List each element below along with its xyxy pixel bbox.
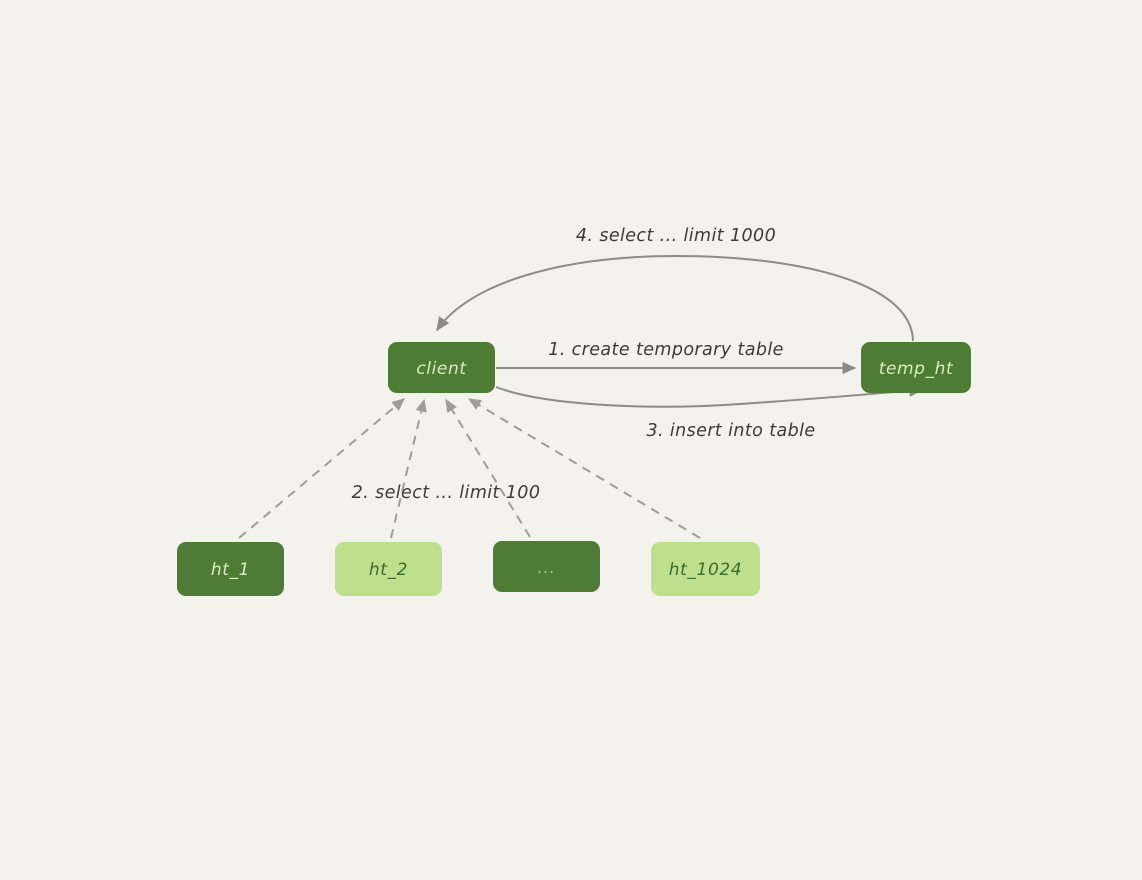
node-ht-2-label: ht_2	[369, 560, 408, 580]
node-ht-1[interactable]: ht_1	[177, 542, 284, 596]
edge-2-path-ht-1	[238, 398, 405, 539]
node-client-label: client	[416, 359, 467, 379]
edge-3-label: 3. insert into table	[646, 421, 815, 441]
node-temp-ht-label: temp_ht	[879, 359, 954, 379]
edge-2-path-ht-2	[390, 398, 427, 539]
node-temp-ht-rect[interactable]	[861, 342, 971, 393]
node-temp-ht[interactable]: temp_ht	[861, 342, 971, 393]
node-client-rect[interactable]	[388, 342, 495, 393]
node-ht-dots[interactable]: ...	[493, 541, 600, 592]
edge-3-path	[495, 384, 924, 408]
node-ht-dots-rect[interactable]	[493, 541, 600, 592]
edge-2-path-ht-1024	[467, 398, 701, 539]
edge-4-label: 4. select ... limit 1000	[576, 226, 776, 246]
edge-1-label: 1. create temporary table	[548, 340, 784, 360]
edge-2-label: 2. select ... limit 100	[352, 483, 541, 503]
node-ht-1-label: ht_1	[211, 560, 250, 580]
edge-4-path	[436, 254, 914, 342]
node-ht-1024-label: ht_1024	[669, 560, 742, 580]
node-client[interactable]: client	[388, 342, 495, 393]
edge-2-path-ht-dots	[445, 398, 531, 538]
nodes-layer: client temp_ht ht_1 ht_2 ... ht_1024	[177, 342, 971, 596]
node-ht-2-rect[interactable]	[335, 542, 442, 596]
node-ht-1-rect[interactable]	[177, 542, 284, 596]
edge-labels-layer: 1. create temporary table 2. select ... …	[352, 226, 816, 503]
node-ht-1024-rect[interactable]	[651, 542, 760, 596]
edges-layer	[238, 254, 924, 539]
node-ht-dots-label: ...	[537, 558, 555, 578]
node-ht-2[interactable]: ht_2	[335, 542, 442, 596]
node-ht-1024[interactable]: ht_1024	[651, 542, 760, 596]
